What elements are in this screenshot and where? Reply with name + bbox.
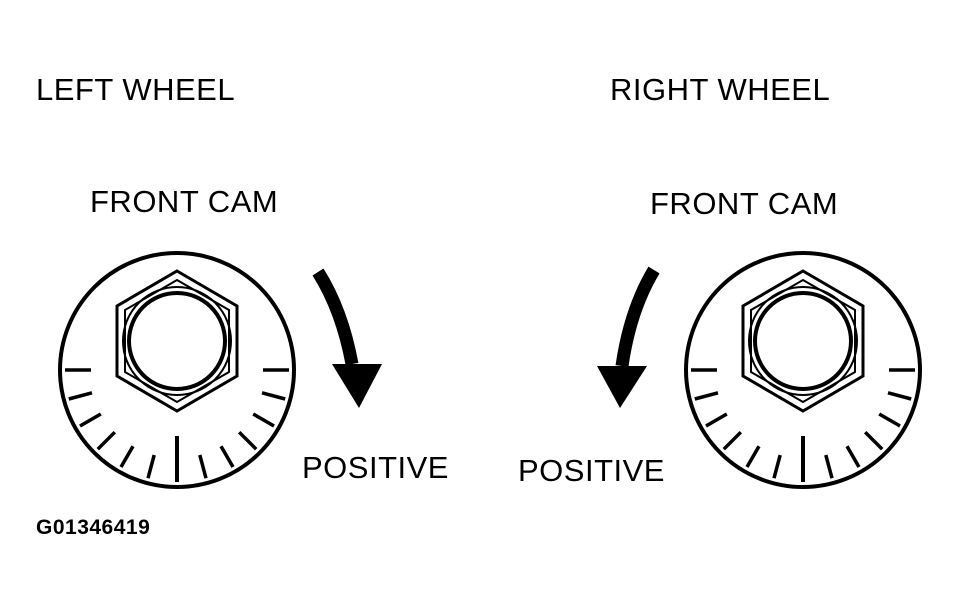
scale-tick: [887, 391, 912, 401]
scale-tick: [863, 430, 884, 451]
scale-tick: [252, 412, 275, 428]
scale-tick: [96, 430, 117, 451]
scale-tick: [824, 454, 834, 479]
right-cam-scale: [691, 368, 915, 482]
right-cam-dial-icon: [684, 251, 922, 489]
left-cam-scale: [65, 368, 289, 482]
scale-tick: [237, 430, 258, 451]
scale-tick: [119, 445, 135, 468]
scale-tick: [845, 445, 861, 468]
left-cam-dial-icon: [58, 251, 296, 489]
scale-tick: [745, 445, 761, 468]
scale-tick: [68, 391, 93, 401]
scale-tick: [694, 391, 719, 401]
figure-code: G01346419: [36, 516, 151, 539]
scale-tick: [79, 412, 102, 428]
scale-tick: [878, 412, 901, 428]
scale-tick: [705, 412, 728, 428]
left-positive-label: POSITIVE: [302, 450, 449, 485]
scale-tick: [772, 454, 782, 479]
scale-tick: [261, 391, 286, 401]
left-hex-nut-icon: [115, 269, 239, 413]
left-wheel-title: LEFT WHEEL: [36, 72, 236, 107]
scale-tick: [146, 454, 156, 479]
right-front-cam-label: FRONT CAM: [650, 186, 839, 221]
right-wheel-title: RIGHT WHEEL: [610, 72, 831, 107]
right-curved-arrow-icon: [597, 266, 660, 408]
scale-tick: [198, 454, 208, 479]
scale-tick: [219, 445, 235, 468]
right-hex-nut-icon: [741, 269, 865, 413]
right-positive-label: POSITIVE: [518, 453, 665, 488]
scale-tick: [722, 430, 743, 451]
left-curved-arrow-icon: [312, 268, 382, 408]
left-front-cam-label: FRONT CAM: [90, 184, 279, 219]
